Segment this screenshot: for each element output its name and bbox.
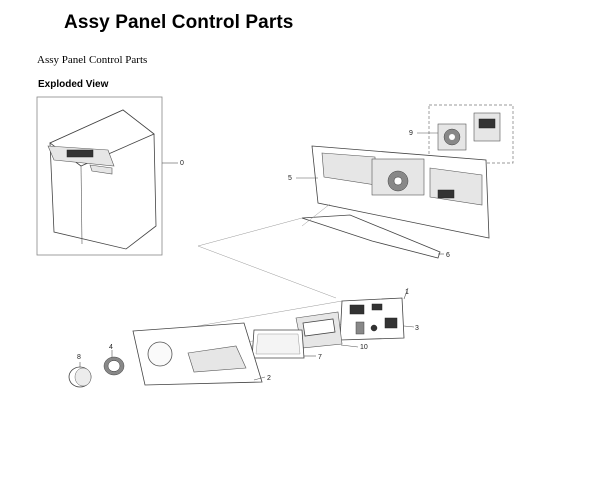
- page-title: Assy Panel Control Parts: [64, 12, 294, 33]
- callout-1: 1: [405, 289, 409, 296]
- part-8-knob: [68, 362, 92, 388]
- callout-7: 7: [318, 354, 322, 361]
- callout-2: 2: [267, 375, 271, 382]
- callout-10: 10: [360, 344, 368, 351]
- callout-4: 4: [109, 344, 113, 351]
- callout-8: 8: [77, 354, 81, 361]
- callout-6: 6: [446, 252, 450, 259]
- callout-3: 3: [415, 325, 419, 332]
- part-6-trim: [301, 214, 444, 259]
- part-2-front-panel: [132, 322, 266, 386]
- part-10-bracket: [295, 311, 359, 349]
- section-heading: Exploded View: [38, 79, 109, 90]
- part-3-pcb: [339, 287, 415, 341]
- callout-9: 9: [409, 130, 413, 137]
- part-9-group: [417, 104, 514, 164]
- part-4-ring: [103, 350, 125, 376]
- callout-5: 5: [288, 175, 292, 182]
- callout-0: 0: [180, 160, 184, 167]
- part-7-display: [251, 329, 316, 359]
- washer-overview: [36, 96, 163, 256]
- part-5-panel: [296, 145, 490, 239]
- page-subtitle: Assy Panel Control Parts: [37, 54, 148, 66]
